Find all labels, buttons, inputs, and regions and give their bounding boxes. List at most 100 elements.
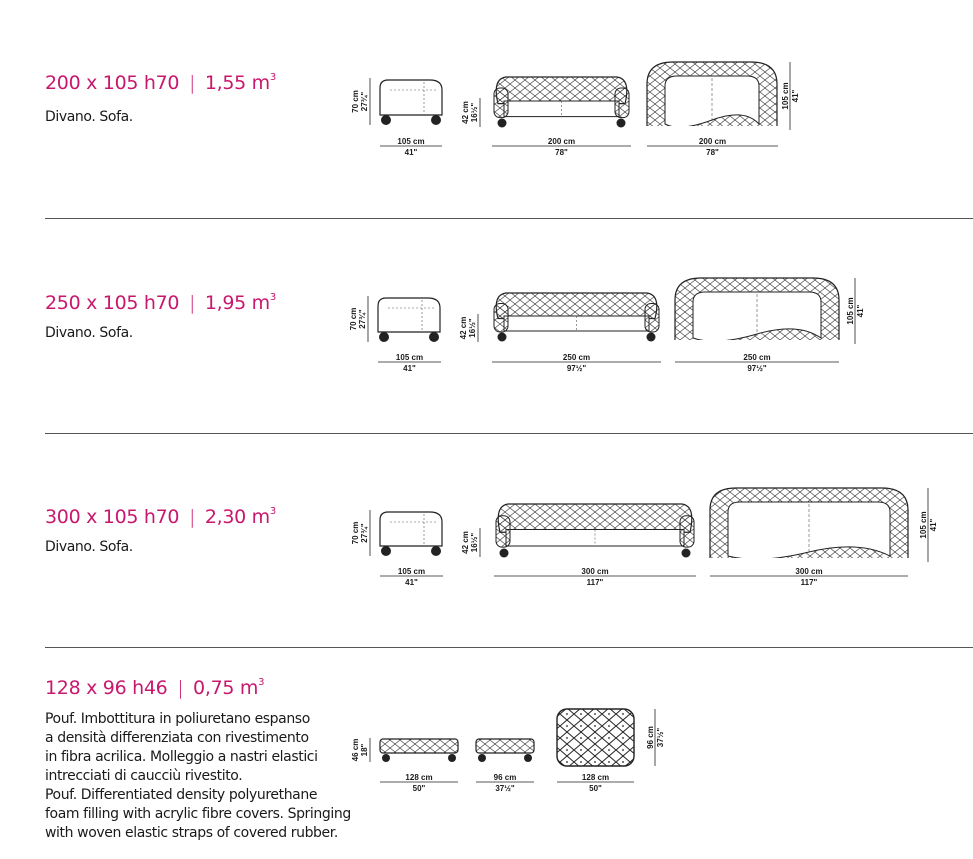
dimension-inch: 41" (791, 89, 800, 102)
sofa-front-view (493, 292, 660, 342)
width-dimension: 300 cm 117" (710, 567, 908, 587)
right-arm (614, 87, 630, 119)
sofa-front-view (493, 76, 630, 128)
dimension-cm: 70 cm (349, 308, 358, 331)
pouf-top (556, 708, 635, 767)
product-description: Divano. Sofa. (45, 325, 133, 341)
pouf-foot (478, 754, 486, 762)
sofa-foot (431, 546, 441, 556)
sofa-foot (499, 548, 509, 558)
sofa-foot (497, 118, 507, 128)
seat-area (664, 75, 760, 128)
dimension-cm: 105 cm (781, 82, 790, 109)
width-dimension: 200 cm 78" (647, 137, 778, 157)
product-title: 200 x 105 h70 | 1,55 m3 (45, 71, 276, 94)
dimension-cm: 105 cm (919, 511, 928, 538)
dimension-cm: 105 cm (398, 567, 425, 576)
pouf-foot (448, 754, 456, 762)
pouf-body (475, 738, 535, 754)
side-outline (377, 297, 441, 333)
dimension-cm: 200 cm (699, 137, 726, 146)
dimension-cm: 200 cm (548, 137, 575, 146)
product-title: 250 x 105 h70 | 1,95 m3 (45, 291, 276, 314)
dimension-inch: 97½" (747, 364, 767, 373)
pouf-side-view (475, 738, 535, 762)
dimension-inch: 117" (587, 578, 604, 587)
width-dimension: 250 cm 97½" (675, 353, 839, 373)
right-arm (644, 303, 660, 333)
pouf-top-view (556, 708, 635, 767)
dimension-cm: 70 cm (351, 90, 360, 113)
sofa-foot (381, 115, 391, 125)
sofa-top-view (674, 277, 840, 346)
dimension-inch: 41" (403, 364, 416, 373)
dimension-cm: 46 cm (351, 739, 360, 762)
dimension-cm: 42 cm (461, 531, 470, 554)
sofa-front-view (495, 503, 695, 558)
pouf-foot (382, 754, 390, 762)
bottom-mask (646, 126, 778, 132)
section-divider (45, 218, 973, 219)
dimension-cm: 105 cm (846, 297, 855, 324)
product-description: Divano. Sofa. (45, 109, 133, 125)
dimension-cm: 105 cm (397, 137, 424, 146)
section-divider (45, 647, 973, 648)
dimension-inch: 27¾" (360, 523, 369, 543)
left-arm (493, 303, 509, 333)
dimension-cm: 70 cm (351, 522, 360, 545)
product-description: Divano. Sofa. (45, 539, 133, 555)
dimension-inch: 78" (706, 148, 719, 157)
tufted-back (495, 76, 628, 105)
dimension-inch: 117" (801, 578, 818, 587)
dimension-cm: 250 cm (563, 353, 590, 362)
bottom-mask (709, 558, 909, 564)
product-title: 128 x 96 h46 | 0,75 m3 (45, 676, 265, 699)
product-description: Pouf. Imbottitura in poliuretano espanso… (45, 711, 351, 841)
sofa-top-view (646, 61, 778, 132)
sofa-side-view (377, 297, 441, 342)
dimension-cm: 105 cm (396, 353, 423, 362)
sofa-foot (497, 332, 507, 342)
dimension-cm: 42 cm (461, 101, 470, 124)
dimension-cm: 96 cm (494, 773, 517, 782)
sofa-foot (681, 548, 691, 558)
side-outline (379, 79, 443, 116)
product-title: 300 x 105 h70 | 2,30 m3 (45, 505, 276, 528)
section-divider (45, 433, 973, 434)
dimension-cm: 128 cm (405, 773, 432, 782)
sofa-side-view (379, 79, 443, 125)
sofa-foot (646, 332, 656, 342)
sofa-top-view (709, 487, 909, 564)
width-dimension: 105 cm 41" (378, 353, 441, 373)
pouf-body (379, 738, 459, 754)
dimension-inch: 27¾" (360, 92, 369, 112)
sofa-foot (616, 118, 626, 128)
dimension-inch: 18" (360, 743, 369, 756)
dimension-inch: 78" (555, 148, 568, 157)
dimension-cm: 300 cm (795, 567, 822, 576)
dimension-inch: 16½" (468, 318, 477, 338)
dimension-inch: 41" (405, 578, 418, 587)
dimension-inch: 50" (589, 784, 602, 793)
sofa-side-view (379, 511, 443, 556)
left-arm (495, 515, 511, 548)
dimension-cm: 250 cm (743, 353, 770, 362)
left-arm (493, 87, 509, 119)
sofa-foot (431, 115, 441, 125)
dimension-inch: 16½" (470, 533, 479, 553)
dimension-inch: 41" (856, 304, 865, 317)
